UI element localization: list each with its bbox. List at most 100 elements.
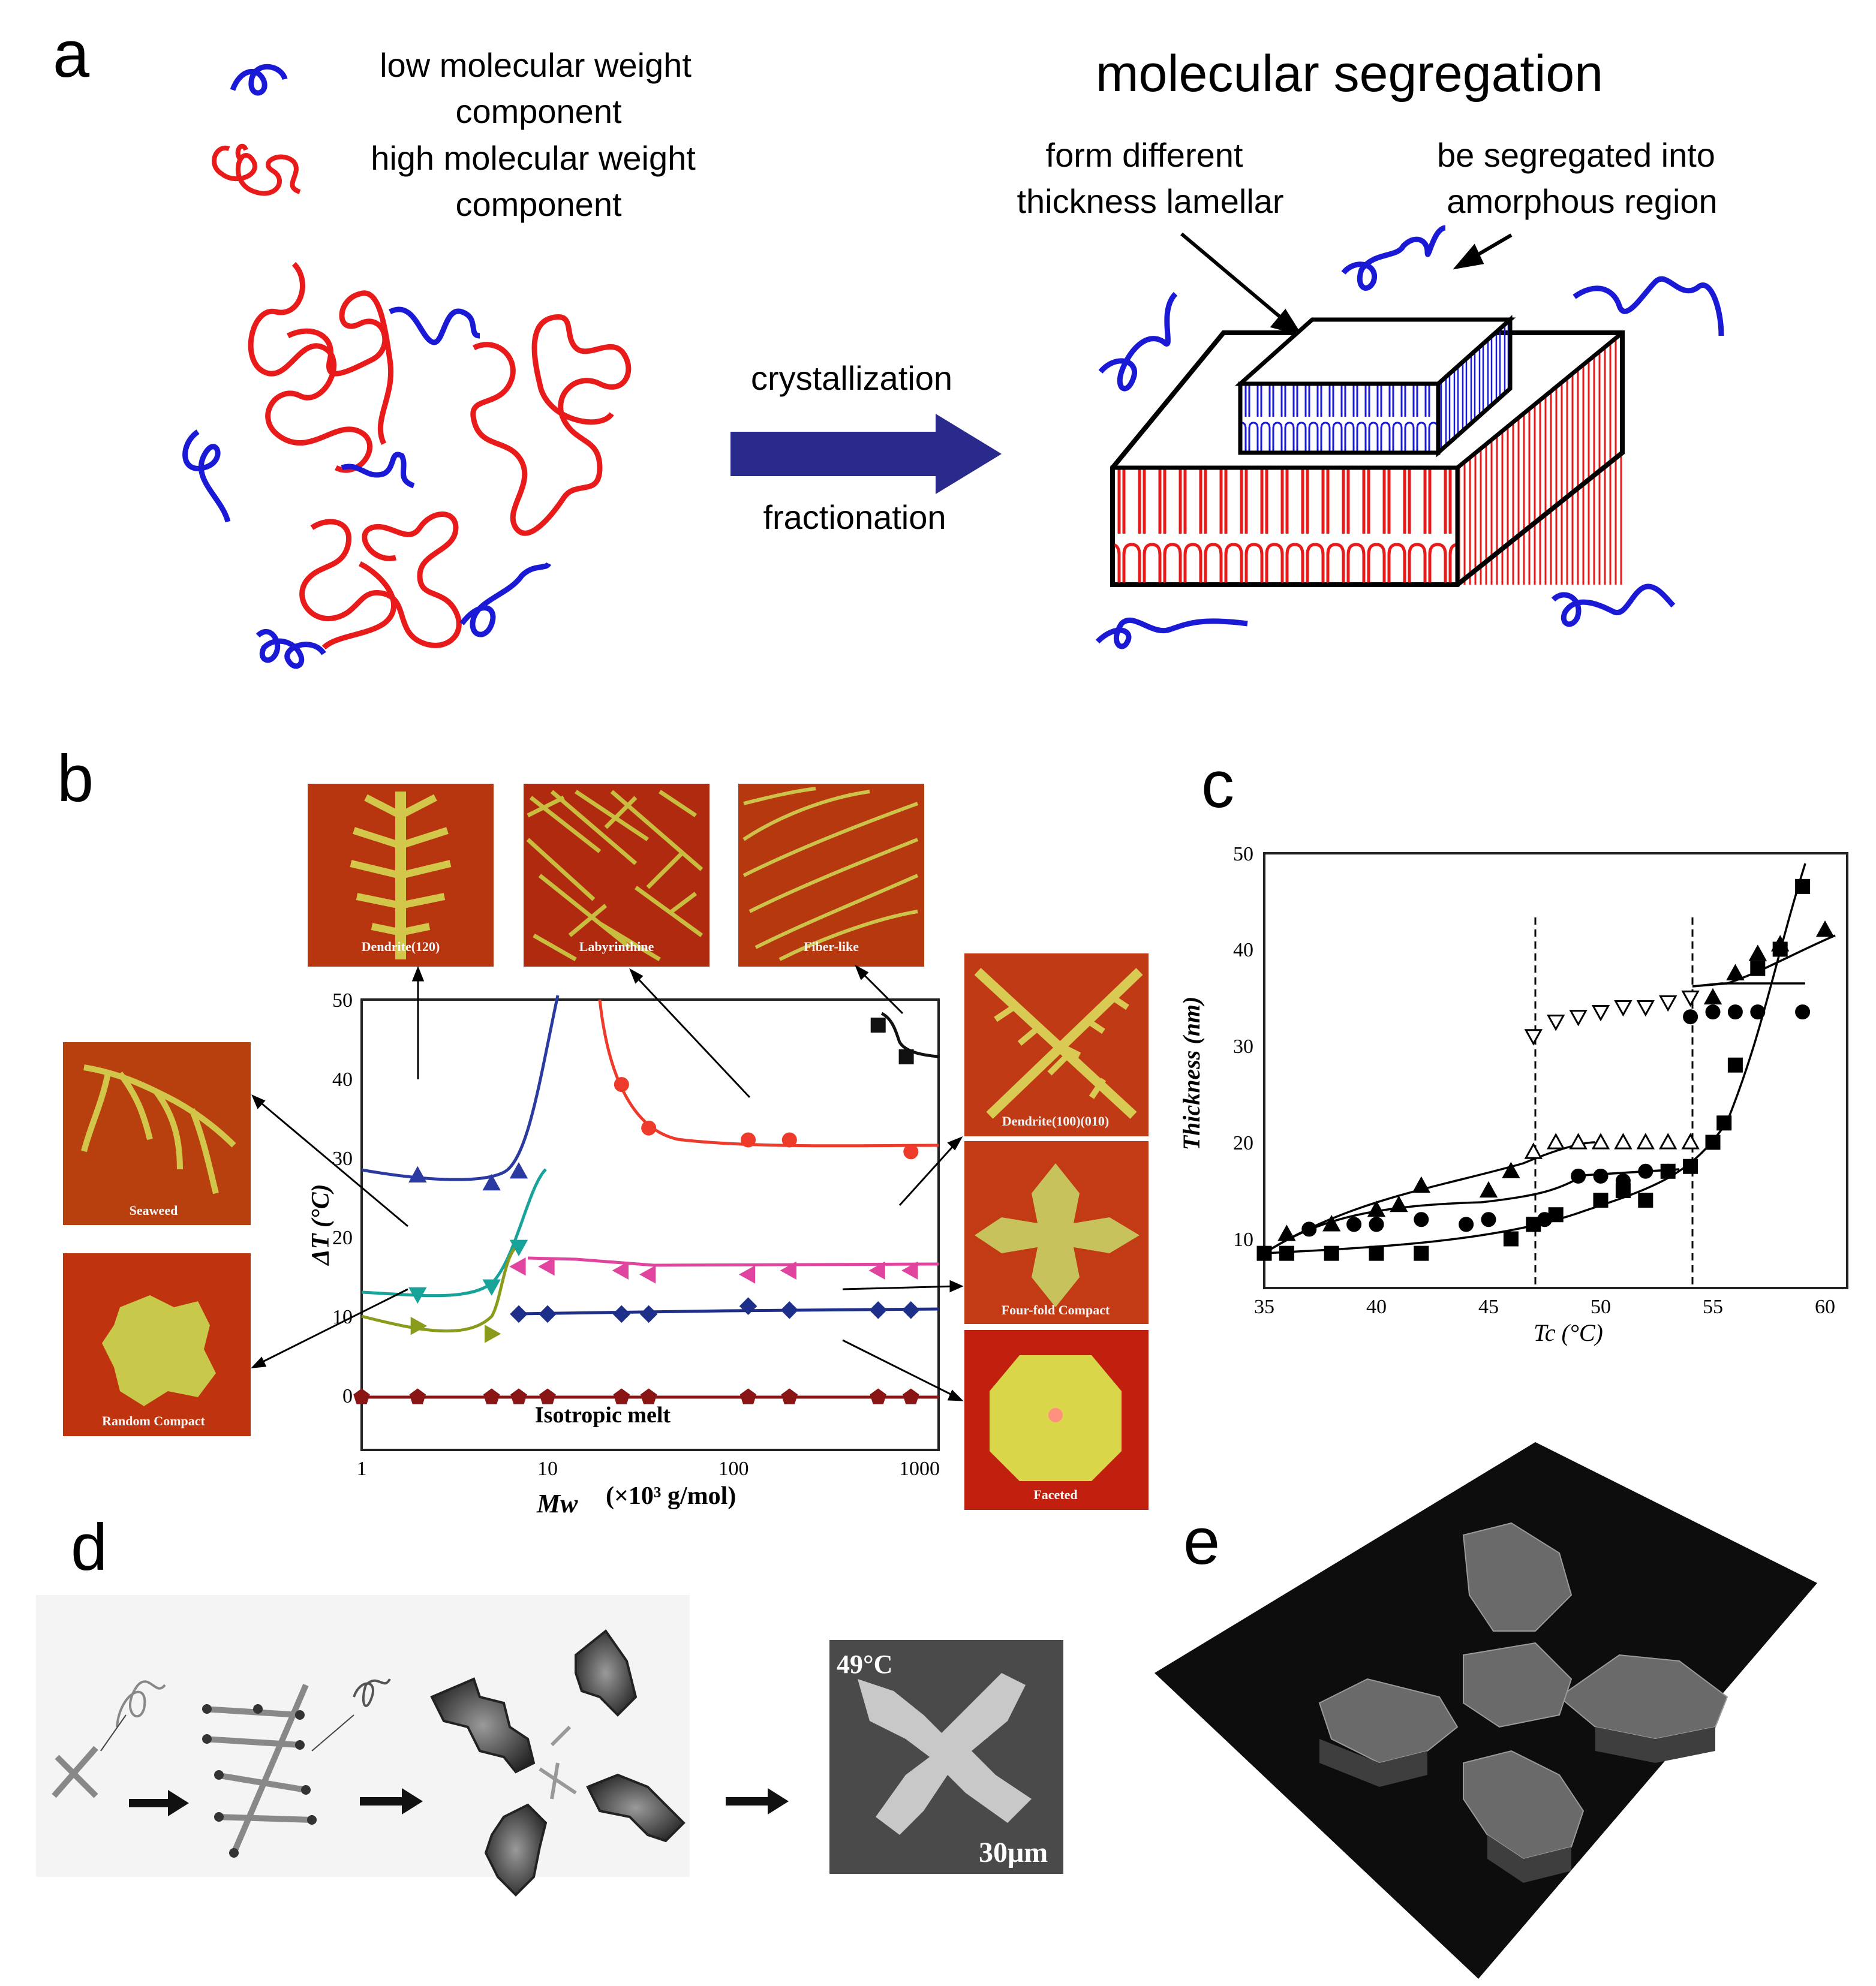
data-point <box>639 1265 656 1284</box>
data-point <box>509 1162 528 1179</box>
chart-b-x-axis-symbol: Mw <box>536 1489 578 1518</box>
data-point <box>1771 935 1790 952</box>
image-fiber-like: Fiber-like <box>738 784 924 967</box>
data-point <box>868 1261 885 1280</box>
data-point <box>1638 1163 1653 1179</box>
x-tick-label: 50 <box>1591 1296 1611 1318</box>
data-point <box>1569 1010 1588 1027</box>
data-point <box>869 1301 887 1319</box>
micrograph-scale: 30μm <box>979 1837 1048 1868</box>
data-point <box>1367 1200 1386 1217</box>
data-point <box>903 1144 919 1160</box>
data-point <box>1537 1212 1552 1227</box>
data-point <box>1750 1004 1766 1020</box>
annotation-thickness-line2: thickness lamellar <box>1017 182 1283 220</box>
y-tick-label: 50 <box>1233 843 1253 865</box>
data-point <box>1748 944 1767 961</box>
micrograph-temperature: 49°C <box>837 1650 892 1679</box>
data-point <box>1412 1176 1430 1193</box>
data-point <box>612 1305 631 1323</box>
isotropic-melt-label: Isotropic melt <box>535 1403 671 1428</box>
data-point <box>1503 1231 1519 1247</box>
x-tick-label: 40 <box>1366 1296 1387 1318</box>
data-point <box>741 1132 756 1148</box>
legend-low-mw-line2: component <box>455 92 622 130</box>
data-point <box>539 1388 556 1404</box>
panel-label-a: a <box>53 17 90 91</box>
data-point <box>1614 1133 1633 1150</box>
process-arrow <box>730 414 1002 494</box>
data-point <box>1301 1221 1317 1237</box>
data-point <box>613 1388 630 1404</box>
data-point <box>781 1388 798 1404</box>
data-point <box>1322 1215 1341 1232</box>
chart-c-y-ticks: 10 20 30 40 50 <box>1233 843 1253 1251</box>
chart-b-points <box>353 1018 920 1404</box>
data-point <box>1727 1004 1743 1020</box>
data-point <box>1569 1133 1588 1150</box>
data-point <box>614 1077 629 1093</box>
legend-high-mw-line1: high molecular weight <box>371 139 696 177</box>
data-point <box>1727 1057 1743 1073</box>
legend-low-mw-line1: low molecular weight <box>380 46 692 84</box>
data-point <box>1615 1173 1631 1188</box>
data-point <box>1795 1004 1811 1020</box>
y-tick-label: 10 <box>1233 1229 1253 1251</box>
data-point <box>1750 961 1766 976</box>
arrow-label-top: crystallization <box>751 359 952 397</box>
image-four-fold-compact: Four-fold Compact <box>964 1141 1149 1324</box>
data-point <box>482 1279 501 1296</box>
data-point <box>1593 1168 1609 1184</box>
data-point <box>739 1297 757 1315</box>
data-point <box>1459 1217 1474 1232</box>
annotation-arrows <box>1180 232 1513 336</box>
chart-b-frame <box>360 998 940 1451</box>
data-point <box>639 1305 658 1323</box>
data-point <box>780 1301 799 1319</box>
image-label-dendrite-120: Dendrite(120) <box>362 939 440 954</box>
image-label-random-compact: Random Compact <box>102 1413 205 1428</box>
data-point <box>1591 1133 1610 1150</box>
image-label-four-fold-compact: Four-fold Compact <box>1002 1302 1110 1317</box>
chart-c-fit-curves <box>1264 863 1836 1254</box>
data-point <box>1683 1158 1698 1174</box>
data-point <box>1390 1195 1408 1212</box>
data-point <box>1681 1133 1700 1150</box>
data-point <box>1277 1224 1296 1241</box>
data-point <box>1815 920 1835 937</box>
y-tick-label: 30 <box>1233 1036 1253 1058</box>
x-tick-label: 1000 <box>899 1458 940 1480</box>
chart-c-dashed-lines <box>1534 917 1694 1288</box>
data-point <box>1660 1163 1676 1179</box>
data-point <box>1479 1181 1498 1198</box>
chart-c-x-axis-label: Tc (°C) <box>1534 1319 1603 1346</box>
data-point <box>1414 1212 1429 1227</box>
panel-label-b: b <box>57 742 94 816</box>
data-point <box>738 1265 756 1284</box>
data-point <box>870 1018 886 1033</box>
data-point <box>1481 1212 1496 1227</box>
image-labyrinthine: Labyrinthine <box>524 784 709 967</box>
low-mw-coil-legend <box>230 64 288 96</box>
data-point <box>781 1132 797 1148</box>
chart-c-y-axis-label: Thickness (nm) <box>1178 997 1205 1151</box>
data-point <box>1716 1115 1732 1131</box>
data-point <box>1279 1245 1294 1261</box>
annotation-amorphous-line2: amorphous region <box>1447 182 1717 220</box>
data-point <box>903 1388 919 1404</box>
afm-3d-surface <box>1155 1442 1817 1979</box>
data-point <box>408 1287 427 1304</box>
chart-b-callout-arrows <box>251 964 964 1401</box>
data-point <box>1636 1133 1655 1150</box>
data-point <box>902 1301 920 1319</box>
chart-c-frame <box>1263 852 1848 1289</box>
legend-high-mw-line2: component <box>455 185 622 223</box>
data-point <box>1659 995 1677 1012</box>
chart-b-y-axis-label: ΔT (°C) <box>307 1184 335 1266</box>
y-tick-label: 30 <box>332 1148 353 1170</box>
chart-c-x-ticks: 35 40 45 50 55 60 <box>1254 1296 1835 1318</box>
data-point <box>509 1239 528 1256</box>
y-tick-label: 40 <box>332 1069 353 1091</box>
x-tick-label: 10 <box>537 1458 558 1480</box>
